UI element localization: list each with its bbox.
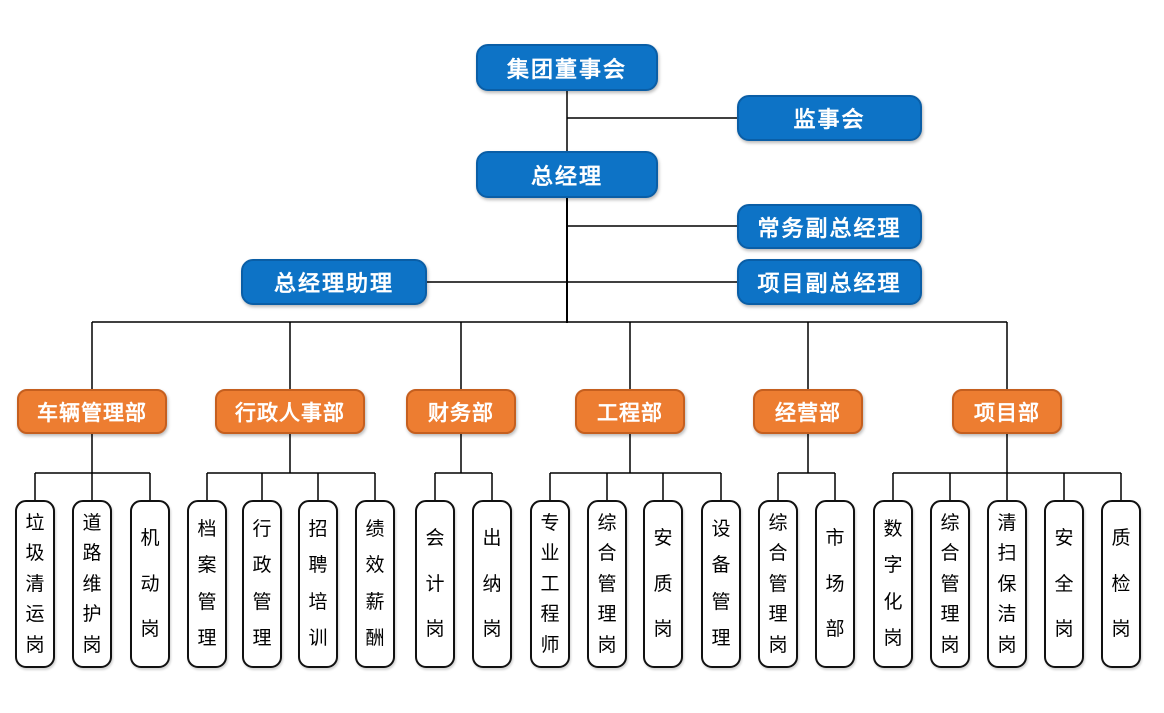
position-general-management-eng: 综合管理岗 <box>587 500 627 668</box>
position-mobile-duty: 机动岗 <box>130 500 170 668</box>
position-cleaning: 清扫保洁岗 <box>987 500 1027 668</box>
position-market: 市场部 <box>815 500 855 668</box>
dept-operations: 经营部 <box>753 389 863 434</box>
position-garbage-removal: 垃圾清运岗 <box>15 500 55 668</box>
node-group-board: 集团董事会 <box>476 44 658 91</box>
dept-vehicle-management: 车辆管理部 <box>17 389 167 434</box>
position-accountant: 会计岗 <box>415 500 455 668</box>
position-general-management-proj: 综合管理岗 <box>930 500 970 668</box>
position-admin-management: 行政管理 <box>242 500 282 668</box>
position-cashier: 出纳岗 <box>472 500 512 668</box>
node-gm-assistant: 总经理助理 <box>241 259 427 305</box>
node-general-manager: 总经理 <box>476 151 658 198</box>
position-general-management-ops: 综合管理岗 <box>758 500 798 668</box>
position-safety-quality: 安质岗 <box>643 500 683 668</box>
position-recruit-training: 招聘培训 <box>298 500 338 668</box>
node-project-deputy-gm: 项目副总经理 <box>737 259 922 305</box>
dept-engineering: 工程部 <box>575 389 685 434</box>
dept-finance: 财务部 <box>406 389 516 434</box>
position-road-maintenance: 道路维护岗 <box>72 500 112 668</box>
dept-project: 项目部 <box>952 389 1062 434</box>
node-executive-deputy-gm: 常务副总经理 <box>737 204 922 249</box>
position-performance-payroll: 绩效薪酬 <box>355 500 395 668</box>
position-safety: 安全岗 <box>1044 500 1084 668</box>
position-equipment-management: 设备管理 <box>701 500 741 668</box>
dept-admin-hr: 行政人事部 <box>215 389 365 434</box>
node-supervisory-board: 监事会 <box>737 95 922 141</box>
position-archive-management: 档案管理 <box>187 500 227 668</box>
position-digitalization: 数字化岗 <box>873 500 913 668</box>
position-quality-inspection: 质检岗 <box>1101 500 1141 668</box>
position-professional-engineer: 专业工程师 <box>530 500 570 668</box>
